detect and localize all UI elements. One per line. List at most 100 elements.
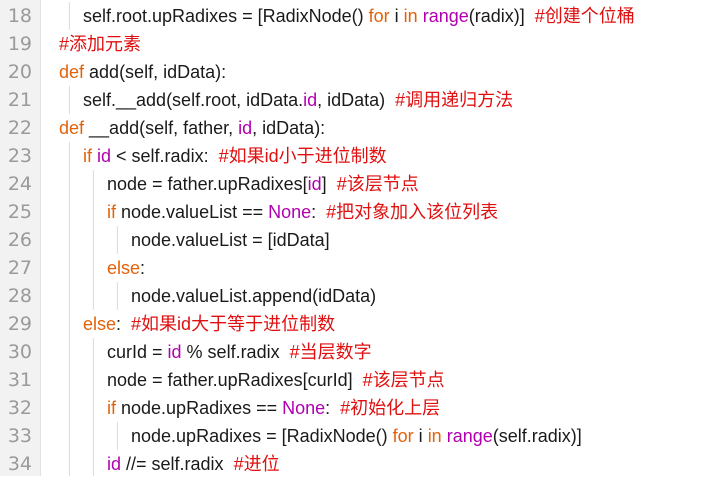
indent-guide [69, 226, 70, 254]
line-number: 26 [7, 229, 32, 251]
code-area[interactable]: self.root.upRadixes = [RadixNode() for i… [41, 0, 715, 476]
line-number: 28 [7, 285, 32, 307]
code-token: i [389, 6, 404, 26]
code-token: i [413, 426, 428, 446]
indent-guide [93, 198, 94, 226]
indent-guide [93, 450, 94, 476]
indent-guide [69, 366, 70, 394]
code-token: , idData): [252, 118, 326, 138]
code-token: __add(self, father, [84, 118, 239, 138]
code-line[interactable]: else: #如果id大于等于进位制数 [59, 310, 715, 338]
code-token: % self.radix [181, 342, 290, 362]
comment-token: #调用递归方法 [395, 90, 514, 110]
builtin-token: id [238, 118, 253, 138]
indent-guide [93, 254, 94, 282]
indent-guide [93, 282, 94, 310]
code-token: node.upRadixes = [RadixNode() [131, 426, 393, 446]
code-line[interactable]: id //= self.radix #进位 [59, 450, 715, 476]
code-line[interactable]: node = father.upRadixes[id] #该层节点 [59, 170, 715, 198]
code-line[interactable]: else: [59, 254, 715, 282]
keyword-token: def [59, 62, 85, 82]
code-line[interactable]: #添加元素 [59, 30, 715, 58]
keyword-token: else [107, 258, 141, 278]
line-number: 21 [7, 89, 32, 111]
code-line[interactable]: node.valueList.append(idData) [59, 282, 715, 310]
code-line[interactable]: self.root.upRadixes = [RadixNode() for i… [59, 2, 715, 30]
code-line[interactable]: if node.upRadixes == None: #初始化上层 [59, 394, 715, 422]
code-line[interactable]: node.upRadixes = [RadixNode() for i in r… [59, 422, 715, 450]
indent-guide [117, 226, 118, 254]
line-number: 23 [7, 145, 32, 167]
builtin-token: id [303, 90, 318, 110]
indent-guide [69, 422, 70, 450]
builtin-token: id [167, 342, 182, 362]
code-token: //= self.radix [121, 454, 234, 474]
code-line[interactable]: if id < self.radix: #如果id小于进位制数 [59, 142, 715, 170]
code-token: < self.radix: [111, 146, 219, 166]
builtin-token: range [422, 6, 469, 26]
code-token: : [325, 398, 341, 418]
code-line[interactable]: node = father.upRadixes[curId] #该层节点 [59, 366, 715, 394]
indent-guide [93, 338, 94, 366]
comment-token: #初始化上层 [340, 398, 441, 418]
comment-token: #如果id大于等于进位制数 [131, 314, 336, 334]
comment-token: #当层数字 [289, 342, 372, 362]
indent-guide [93, 422, 94, 450]
code-line[interactable]: curId = id % self.radix #当层数字 [59, 338, 715, 366]
indent-guide [93, 226, 94, 254]
code-token: (radix)] [468, 6, 535, 26]
code-line[interactable]: if node.valueList == None: #把对象加入该位列表 [59, 198, 715, 226]
code-token: node = father.upRadixes[ [107, 174, 308, 194]
line-number: 18 [7, 5, 32, 27]
code-token: ] [321, 174, 337, 194]
line-number: 22 [7, 117, 32, 139]
line-number: 34 [7, 453, 32, 475]
code-token: node.valueList == [116, 202, 269, 222]
code-token: self.__add(self.root, idData. [83, 90, 304, 110]
indent-guide [117, 282, 118, 310]
comment-token: #添加元素 [59, 34, 142, 54]
builtin-token: None [282, 398, 326, 418]
code-token: (self.radix)] [492, 426, 582, 446]
keyword-token: if [107, 398, 116, 418]
code-token: node = father.upRadixes[curId] [107, 370, 363, 390]
code-line[interactable]: def __add(self, father, id, idData): [59, 114, 715, 142]
indent-guide [69, 450, 70, 476]
keyword-token: for [392, 426, 414, 446]
line-number: 20 [7, 61, 32, 83]
keyword-token: in [427, 426, 442, 446]
indent-guide [69, 2, 70, 30]
keyword-token: for [368, 6, 390, 26]
comment-token: #进位 [233, 454, 280, 474]
indent-guide [69, 394, 70, 422]
keyword-token: def [59, 118, 85, 138]
code-token: : [116, 314, 132, 334]
code-token: self.root.upRadixes = [RadixNode() [83, 6, 369, 26]
code-token: : [140, 258, 146, 278]
builtin-token: None [268, 202, 312, 222]
line-number: 33 [7, 425, 32, 447]
comment-token: #创建个位桶 [534, 6, 635, 26]
line-number: 24 [7, 173, 32, 195]
indent-guide [69, 338, 70, 366]
code-token: node.upRadixes == [116, 398, 283, 418]
line-number: 30 [7, 341, 32, 363]
indent-guide [93, 366, 94, 394]
code-token: , idData) [317, 90, 396, 110]
code-token: node.valueList.append(idData) [131, 286, 377, 306]
line-number: 27 [7, 257, 32, 279]
code-line[interactable]: def add(self, idData): [59, 58, 715, 86]
indent-guide [69, 86, 70, 114]
code-token: add(self, idData): [84, 62, 227, 82]
keyword-token: if [107, 202, 116, 222]
line-number: 29 [7, 313, 32, 335]
code-line[interactable]: self.__add(self.root, idData.id, idData)… [59, 86, 715, 114]
comment-token: #该层节点 [362, 370, 445, 390]
indent-guide [69, 170, 70, 198]
keyword-token: else [83, 314, 117, 334]
code-line[interactable]: node.valueList = [idData] [59, 226, 715, 254]
keyword-token: in [403, 6, 418, 26]
line-number: 25 [7, 201, 32, 223]
